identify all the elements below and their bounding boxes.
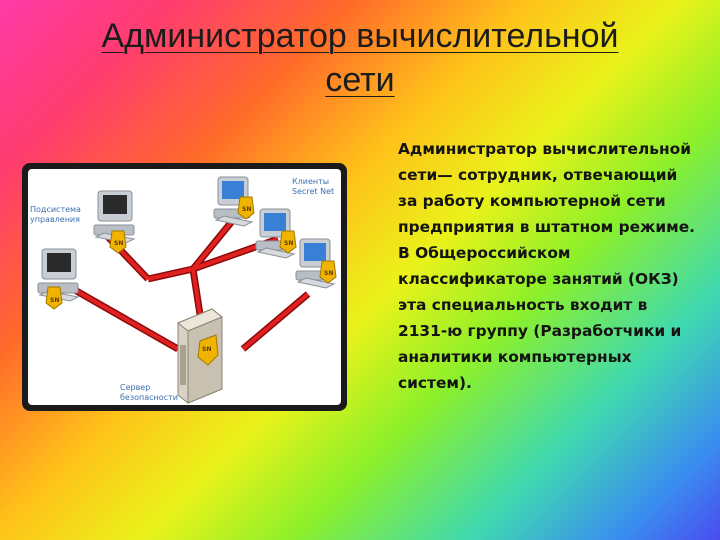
clients-label: Клиенты Secret Net [292,177,335,196]
slide-title: Администратор вычислительной сети [40,14,680,102]
badge-client-2: SN [284,240,294,247]
diagram-canvas: Клиенты Secret Net Подсистема управления… [28,169,341,405]
client-computer-2 [255,208,297,259]
badge-mgmt-1: SN [114,240,124,247]
arrow-client-3 [241,292,310,351]
client-computer-3 [295,238,337,289]
mgmt-computer-1 [93,190,136,254]
client-computer-1 [213,176,255,227]
mgmt-label: Подсистема управления [30,205,81,224]
server-label: Сервер безопасности [120,383,178,402]
network-diagram: Клиенты Secret Net Подсистема управления… [22,163,347,411]
title-line-1: Администратор вычислительной [101,17,619,55]
diagram-svg [37,176,337,404]
arrow-mgmt-2 [72,287,179,351]
badge-server: SN [202,346,212,353]
badge-client-1: SN [242,206,252,213]
arrow-link [147,267,194,281]
security-server [177,308,223,404]
mgmt-computer-2 [37,248,80,310]
connection-arrows [71,211,311,353]
slide-body-text: Администратор вычислительной сети— сотру… [398,140,696,392]
badge-mgmt-2: SN [50,297,60,304]
title-line-2: сети [325,61,395,99]
badge-client-3: SN [324,270,334,277]
